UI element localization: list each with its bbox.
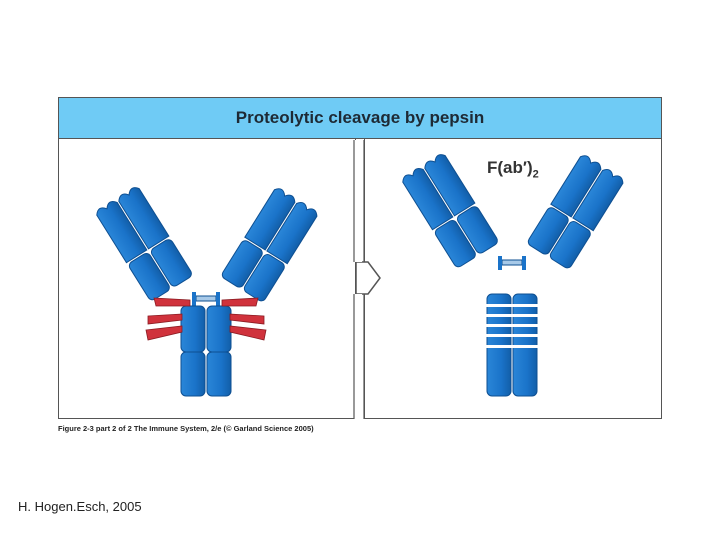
figure-title: Proteolytic cleavage by pepsin [235, 108, 485, 127]
fab2-fragment [402, 154, 624, 270]
credit-text: H. Hogen.Esch, 2005 [18, 499, 142, 514]
figure-header [58, 97, 662, 139]
fab-arm-left [96, 187, 192, 301]
pepsin-cleavage-marks [145, 297, 267, 341]
fab2-label-text: F(ab′) [487, 158, 533, 177]
figure-caption: Figure 2-3 part 2 of 2 The Immune System… [58, 424, 314, 433]
intact-antibody [96, 187, 318, 397]
fab-arm-right [221, 188, 318, 302]
fc-region [180, 305, 232, 397]
fab2-label-subscript: 2 [532, 168, 539, 181]
fab2-arm-left [402, 154, 498, 268]
fab2-label: F(ab′)2 [487, 158, 539, 180]
fc-fragments [485, 293, 539, 397]
fab2-arm-right [527, 155, 624, 269]
arrow-right-icon [353, 140, 381, 419]
